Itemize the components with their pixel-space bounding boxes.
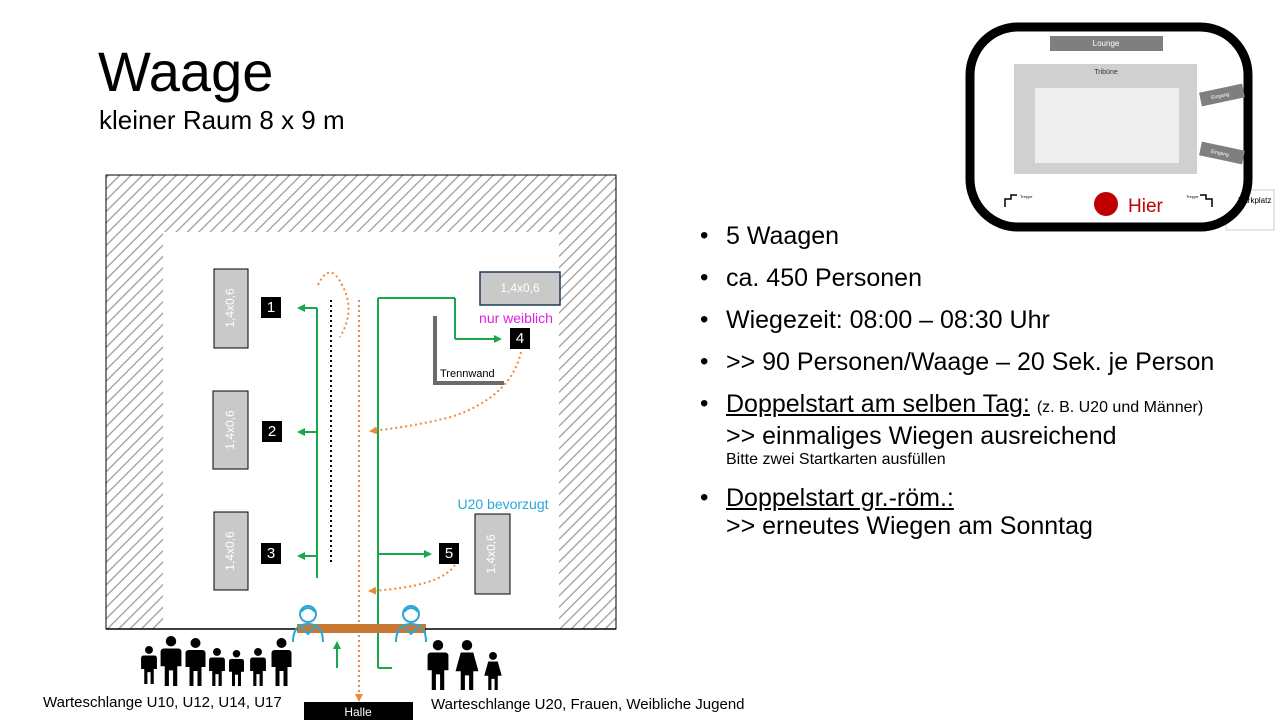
badge-2: 2 bbox=[262, 421, 282, 442]
scale-5: 1,4x0,6 bbox=[474, 513, 511, 595]
svg-text:Treppe: Treppe bbox=[1020, 194, 1033, 199]
map-here-label: Hier bbox=[1128, 196, 1164, 217]
badge-3: 3 bbox=[261, 543, 281, 564]
scale-2-size: 1,4x0,6 bbox=[223, 410, 237, 450]
green-paths-left bbox=[297, 304, 341, 668]
badge-4: 4 bbox=[510, 328, 530, 349]
svg-text:4: 4 bbox=[516, 330, 524, 347]
entrance-door bbox=[297, 624, 426, 633]
bullet-rate: >> 90 Personen/Waage – 20 Sek. je Person bbox=[697, 348, 1267, 376]
bullet-doppelstart-same-day: Doppelstart am selben Tag: (z. B. U20 un… bbox=[697, 390, 1267, 470]
scale-4: 1,4x0,6 bbox=[479, 271, 561, 306]
svg-text:Lounge: Lounge bbox=[1093, 39, 1120, 48]
svg-text:Eingang: Eingang bbox=[1211, 92, 1230, 102]
info-bullet-list: 5 Waagen ca. 450 Personen Wiegezeit: 08:… bbox=[697, 222, 1267, 554]
map-entrance-1 bbox=[1199, 83, 1245, 107]
svg-text:2: 2 bbox=[268, 423, 276, 440]
page-title: Waage bbox=[98, 40, 274, 103]
map-here-marker bbox=[1094, 192, 1118, 216]
bullet-scales: 5 Waagen bbox=[697, 222, 1267, 250]
map-parking-label: Parkplatz bbox=[1238, 196, 1271, 205]
scale-1: 1,4x0,6 bbox=[213, 268, 249, 349]
orange-paths bbox=[317, 271, 522, 702]
svg-text:3: 3 bbox=[267, 545, 275, 562]
map-lounge bbox=[1050, 36, 1163, 51]
scale-5-size: 1,4x0,6 bbox=[484, 534, 498, 574]
exit-halle-label: Halle bbox=[344, 705, 372, 719]
queue-right-people bbox=[427, 640, 502, 690]
scale-4-size: 1,4x0,6 bbox=[500, 281, 540, 295]
bullet-time: Wiegezeit: 08:00 – 08:30 Uhr bbox=[697, 306, 1267, 334]
green-paths-right bbox=[377, 297, 502, 669]
map-entrance-2 bbox=[1199, 141, 1245, 165]
scale-3: 1,4x0,6 bbox=[213, 511, 249, 591]
queue-left-people bbox=[141, 636, 292, 686]
trennwand-wall bbox=[433, 316, 504, 385]
bullet-persons: ca. 450 Personen bbox=[697, 264, 1267, 292]
svg-text:Eingang: Eingang bbox=[1210, 149, 1229, 159]
svg-text:5: 5 bbox=[445, 545, 453, 562]
scale-2: 1,4x0,6 bbox=[212, 390, 249, 470]
queue-right-label: Warteschlange U20, Frauen, Weibliche Jug… bbox=[431, 696, 745, 713]
page-subtitle: kleiner Raum 8 x 9 m bbox=[99, 105, 345, 135]
svg-text:1: 1 bbox=[267, 299, 275, 316]
badge-1: 1 bbox=[261, 297, 281, 318]
exit-halle-box bbox=[304, 702, 413, 720]
venue-map: Lounge Tribüne Eingang Eingang Treppe Tr… bbox=[965, 22, 1275, 232]
svg-text:Treppe: Treppe bbox=[1186, 194, 1199, 199]
trennwand-label: Trennwand bbox=[440, 368, 495, 380]
note-u20-bevorzugt: U20 bevorzugt bbox=[457, 496, 548, 512]
scale-3-size: 1,4x0,6 bbox=[223, 531, 237, 571]
scale-1-size: 1,4x0,6 bbox=[223, 288, 237, 328]
bullet-doppelstart-grroem: Doppelstart gr.-röm.: >> erneutes Wiegen… bbox=[697, 484, 1267, 540]
badge-5: 5 bbox=[439, 543, 459, 564]
note-nur-weiblich: nur weiblich bbox=[479, 310, 553, 326]
queue-left-label: Warteschlange U10, U12, U14, U17 bbox=[43, 694, 282, 711]
svg-text:Tribüne: Tribüne bbox=[1094, 69, 1118, 76]
